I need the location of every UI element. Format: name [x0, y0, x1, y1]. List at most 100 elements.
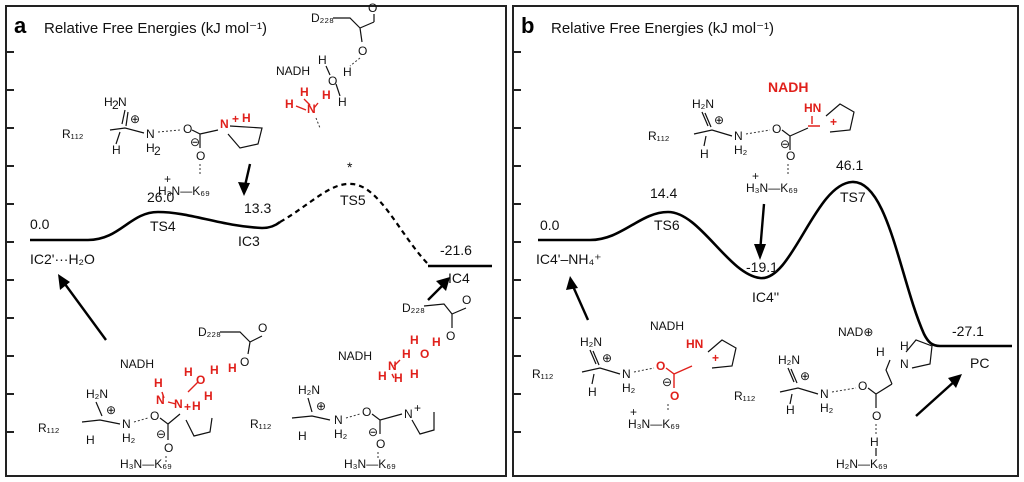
panel-b-arrow-ic4nh4: [566, 276, 590, 321]
svg-text:H₂: H₂: [122, 431, 136, 445]
panel-a-axis-ticks: [6, 51, 14, 433]
label-nadh-top-a: NADH: [276, 64, 310, 78]
svg-text:O: O: [358, 44, 367, 58]
panel-b-arrow-pc: [915, 374, 962, 417]
svg-text:2: 2: [154, 144, 161, 158]
svg-text:O: O: [786, 149, 795, 163]
svg-text:N: N: [622, 367, 631, 381]
svg-text:⊕: ⊕: [714, 113, 724, 127]
svg-text:+: +: [232, 112, 239, 126]
svg-text:O: O: [164, 441, 173, 455]
svg-text:H: H: [786, 403, 795, 417]
panel-a-arrow-ic2: [58, 274, 107, 341]
svg-text:H: H: [410, 333, 419, 347]
svg-text:H₂N: H₂N: [580, 335, 602, 349]
svg-text:H₂N: H₂N: [298, 383, 320, 397]
svg-text:+: +: [830, 115, 837, 129]
panel-a-letter: a: [14, 13, 27, 38]
svg-text:N: N: [220, 117, 229, 131]
svg-text:O: O: [670, 389, 679, 403]
svg-text:H: H: [154, 376, 163, 390]
svg-text:⊖: ⊖: [156, 427, 166, 441]
svg-text:O: O: [258, 321, 267, 335]
svg-text:N: N: [734, 129, 743, 143]
svg-text:O: O: [858, 379, 867, 393]
panel-a-title: Relative Free Energies (kJ mol⁻¹): [44, 20, 267, 37]
svg-text:D₂₂₈: D₂₂₈: [198, 325, 221, 339]
panel-b-axis-ticks: [513, 51, 521, 433]
svg-text:O: O: [446, 329, 455, 343]
svg-text:⊕: ⊕: [130, 112, 140, 126]
svg-text:+: +: [712, 351, 719, 365]
svg-text:N: N: [900, 357, 909, 371]
svg-text:R₁₁₂: R₁₁₂: [38, 421, 60, 435]
svg-text:H: H: [402, 347, 411, 361]
svg-text:R₁₁₂: R₁₁₂: [532, 367, 554, 381]
state-value-ts4: 26.0: [147, 189, 174, 205]
panel-b: b Relative Free Energies (kJ mol⁻¹) 0.0 …: [512, 5, 1019, 477]
panel-a-arrow-ic4: [427, 277, 450, 301]
panel-b-letter: b: [521, 13, 534, 38]
svg-text:⊖: ⊖: [368, 425, 378, 439]
svg-text:H₂N: H₂N: [692, 97, 714, 111]
state-value-pc: -27.1: [952, 323, 984, 339]
svg-text:H₃N—K₆₉: H₃N—K₆₉: [746, 181, 798, 195]
svg-text:D₂₂₈: D₂₂₈: [311, 11, 334, 25]
state-value-ts5: *: [347, 159, 353, 175]
svg-text:H: H: [146, 141, 155, 155]
state-value-ts7: 46.1: [836, 157, 863, 173]
svg-text:N: N: [156, 393, 165, 407]
svg-text:H₂: H₂: [734, 143, 748, 157]
svg-text:H₃N—K₆₉: H₃N—K₆₉: [628, 417, 680, 431]
svg-text:H: H: [104, 95, 113, 109]
label-nadh-left-b: NADH: [650, 319, 684, 333]
svg-text:H: H: [285, 97, 294, 111]
svg-text:H₂: H₂: [622, 381, 636, 395]
state-label-ic2: IC2'···H₂O: [30, 251, 95, 267]
panel-a-arrow-ic3: [238, 163, 252, 196]
state-label-ic3: IC3: [238, 233, 260, 249]
molecule-bottom-right-b: NAD⊕ H₂N ⊕ R₁₁₂ H N H₂ O O H H N H H₂N—K…: [734, 325, 933, 471]
svg-text:R₁₁₂: R₁₁₂: [250, 417, 272, 431]
svg-text:N: N: [118, 95, 127, 109]
svg-text:O: O: [376, 437, 385, 451]
svg-text:⊖: ⊖: [190, 135, 200, 149]
svg-text:⊖: ⊖: [780, 137, 790, 151]
panel-b-arrow-ic4pp: [754, 203, 766, 260]
svg-text:+: +: [184, 400, 191, 414]
svg-text:O: O: [362, 405, 371, 419]
svg-text:O: O: [240, 355, 249, 369]
svg-text:⊕: ⊕: [106, 403, 116, 417]
svg-text:N: N: [404, 407, 413, 421]
state-value-ic4pp: -19.1: [746, 259, 778, 275]
svg-text:H: H: [343, 65, 352, 79]
svg-text:O: O: [196, 373, 205, 387]
svg-text:H: H: [410, 367, 419, 381]
state-label-pc: PC: [970, 355, 989, 371]
svg-text:N: N: [122, 417, 131, 431]
svg-text:O: O: [183, 122, 192, 136]
molecule-bottom-right-a: D₂₂₈ O O H O H H N H H H NADH H₂N ⊕ R₁₁₂…: [250, 293, 471, 471]
state-label-ts4: TS4: [150, 218, 176, 234]
svg-text:D₂₂₈: D₂₂₈: [402, 301, 425, 315]
svg-text:H₂N: H₂N: [86, 387, 108, 401]
svg-text:N: N: [334, 413, 343, 427]
panel-b-profile: [538, 180, 1012, 348]
svg-text:R₁₁₂: R₁₁₂: [62, 127, 84, 141]
svg-text:H: H: [228, 361, 237, 375]
panel-a: a Relative Free Energies (kJ mol⁻¹) 0.0 …: [5, 1, 507, 477]
svg-text:O: O: [150, 409, 159, 423]
svg-text:⊕: ⊕: [602, 351, 612, 365]
svg-text:O: O: [772, 122, 781, 136]
svg-text:+: +: [414, 401, 421, 415]
label-nad-right-b: NAD⊕: [838, 325, 873, 339]
label-nadh-bottom-left-a: NADH: [120, 357, 154, 371]
svg-text:H₂: H₂: [334, 427, 348, 441]
svg-text:H₂N—K₆₉: H₂N—K₆₉: [836, 457, 888, 471]
svg-text:+: +: [630, 405, 637, 419]
svg-text:H: H: [432, 335, 441, 349]
svg-text:O: O: [368, 1, 377, 15]
svg-text:⊖: ⊖: [662, 375, 672, 389]
svg-text:H: H: [318, 53, 327, 67]
svg-text:O: O: [656, 359, 665, 373]
